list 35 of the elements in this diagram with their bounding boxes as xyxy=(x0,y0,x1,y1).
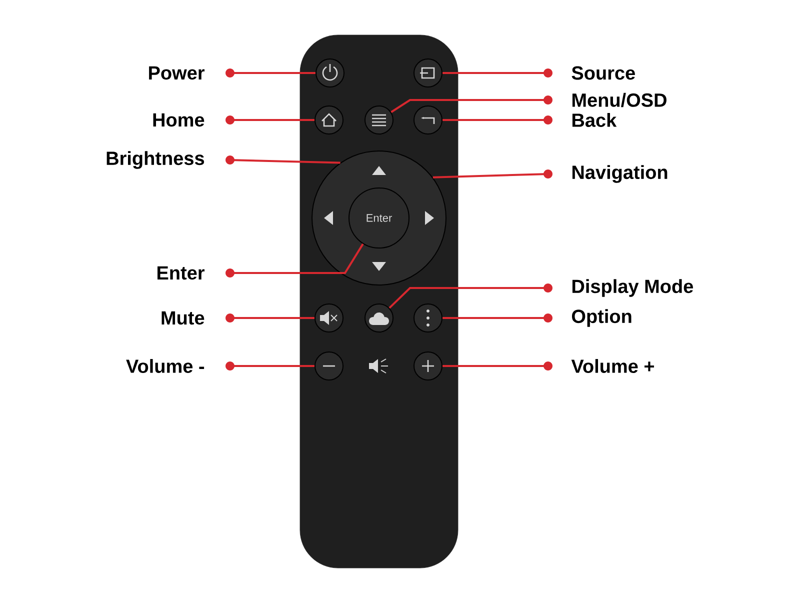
callout-label: Mute xyxy=(162,311,204,325)
leader-line xyxy=(442,116,552,124)
remote-button xyxy=(314,352,344,380)
callout-label: Back xyxy=(572,113,617,127)
callout-label: Menu/OSD xyxy=(572,92,666,108)
leader-line xyxy=(226,362,314,370)
remote-button xyxy=(414,106,442,134)
leader-line xyxy=(442,314,552,322)
remote-button xyxy=(414,58,442,88)
leader-line xyxy=(226,243,364,278)
callout-label: Home xyxy=(153,113,204,127)
leader-line xyxy=(442,362,552,370)
leader-line xyxy=(226,314,314,322)
enter-button: Enter xyxy=(348,188,410,248)
leader-line xyxy=(388,284,552,309)
leader-line xyxy=(226,156,340,164)
callout-label: Volume + xyxy=(571,359,654,373)
leader-line xyxy=(226,116,314,124)
leader-line xyxy=(432,170,552,178)
leader-line xyxy=(390,96,552,113)
callout-label: Source xyxy=(572,66,635,80)
callout-label: Volume - xyxy=(126,359,204,373)
remote-button xyxy=(364,106,394,134)
callout-label: Navigation xyxy=(572,165,668,183)
leader-line xyxy=(226,68,316,78)
leader-line xyxy=(442,68,552,78)
callout-label: Power xyxy=(149,66,205,80)
callout-label: Enter xyxy=(158,266,205,280)
remote-button xyxy=(414,304,442,332)
callout-label: Option xyxy=(572,309,632,327)
remote-button xyxy=(316,58,344,88)
remote-button xyxy=(414,352,442,380)
callout-label: Brightness xyxy=(106,151,204,169)
remote-button xyxy=(314,106,344,134)
callout-label: Display Mode xyxy=(572,279,693,297)
